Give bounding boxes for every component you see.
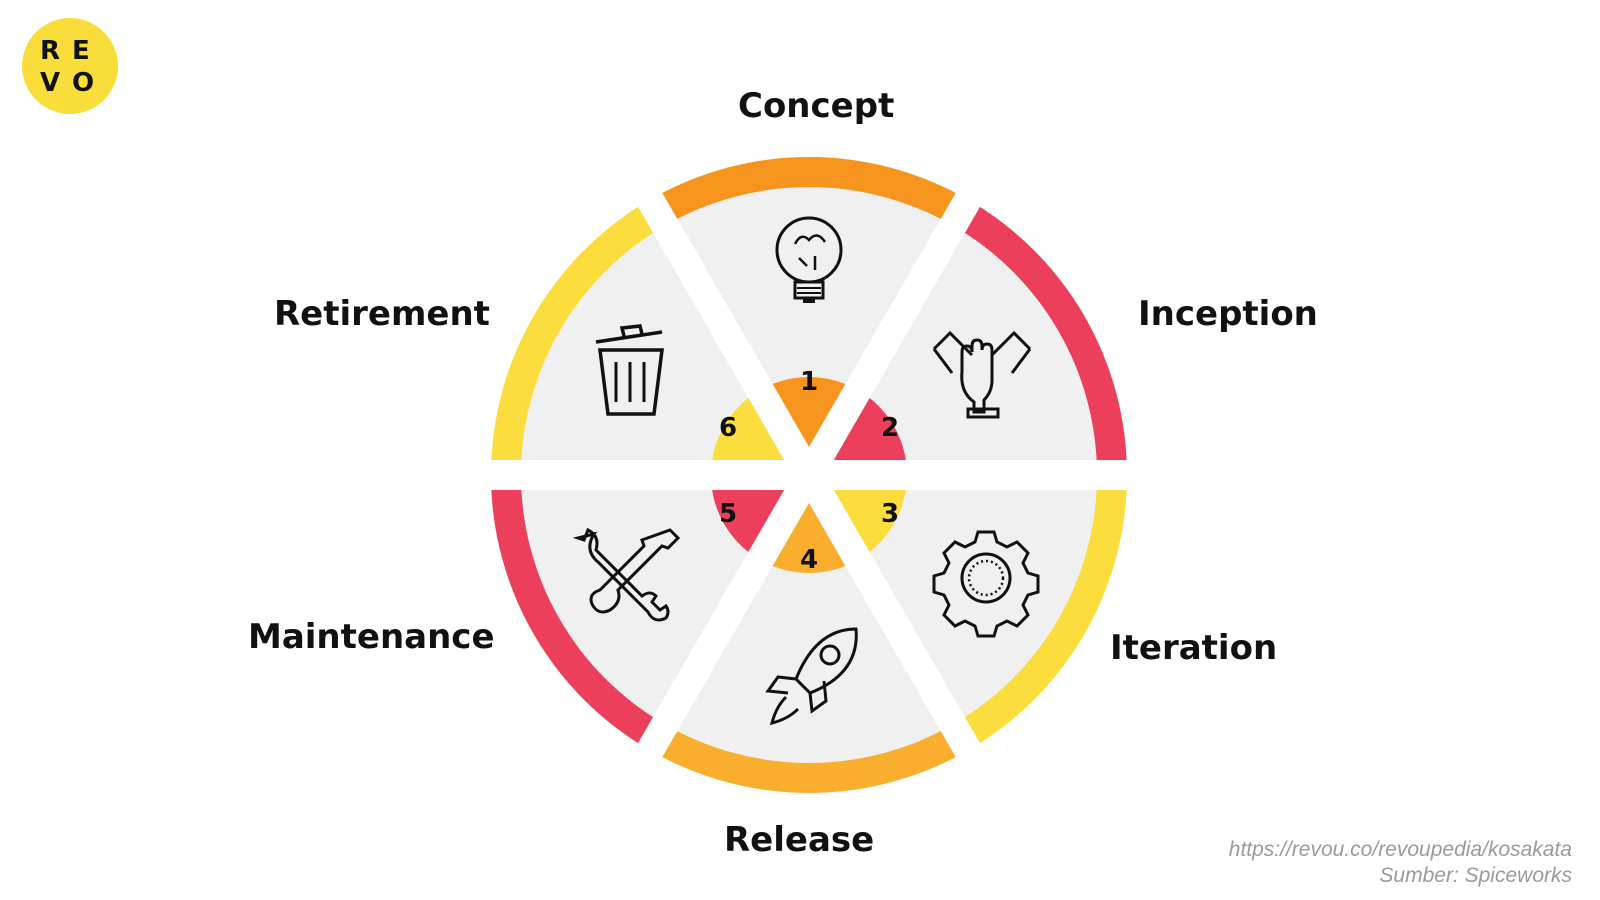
rocket-icon bbox=[765, 627, 858, 726]
teamwork-hands-icon bbox=[932, 330, 1032, 419]
stage-label-concept: Concept bbox=[738, 86, 895, 126]
stage-label-maintenance: Maintenance bbox=[248, 617, 495, 657]
source-credit: Sumber: Spiceworks bbox=[1379, 864, 1572, 887]
stage-number: 1 bbox=[800, 367, 818, 397]
logo-letter: E bbox=[72, 36, 90, 66]
stage-number: 2 bbox=[881, 413, 899, 443]
logo-letter: O bbox=[72, 68, 95, 98]
revo-logo: R E V O bbox=[22, 18, 118, 114]
logo-letter: R bbox=[40, 36, 61, 66]
stage-number-wedge-release bbox=[760, 475, 858, 573]
trash-icon bbox=[595, 324, 664, 416]
stage-number: 3 bbox=[881, 499, 899, 529]
gear-icon bbox=[932, 530, 1040, 638]
stage-label-retirement: Retirement bbox=[274, 294, 490, 334]
lightbulb-brain-icon bbox=[775, 216, 843, 303]
stage-sector-release bbox=[665, 475, 953, 763]
stage-number: 4 bbox=[800, 545, 818, 575]
tools-icon bbox=[572, 527, 681, 622]
stage-number: 6 bbox=[719, 413, 737, 443]
stage-number: 5 bbox=[719, 499, 737, 529]
stage-label-release: Release bbox=[724, 820, 875, 860]
source-url: https://revou.co/revoupedia/kosakata bbox=[1228, 838, 1572, 861]
wheel-center bbox=[781, 447, 837, 503]
stage-number-wedge-concept bbox=[760, 376, 858, 475]
stage-sector-concept bbox=[665, 187, 953, 475]
logo-letter: V bbox=[40, 68, 61, 98]
stage-label-iteration: Iteration bbox=[1110, 628, 1278, 668]
stage-label-inception: Inception bbox=[1138, 294, 1318, 334]
